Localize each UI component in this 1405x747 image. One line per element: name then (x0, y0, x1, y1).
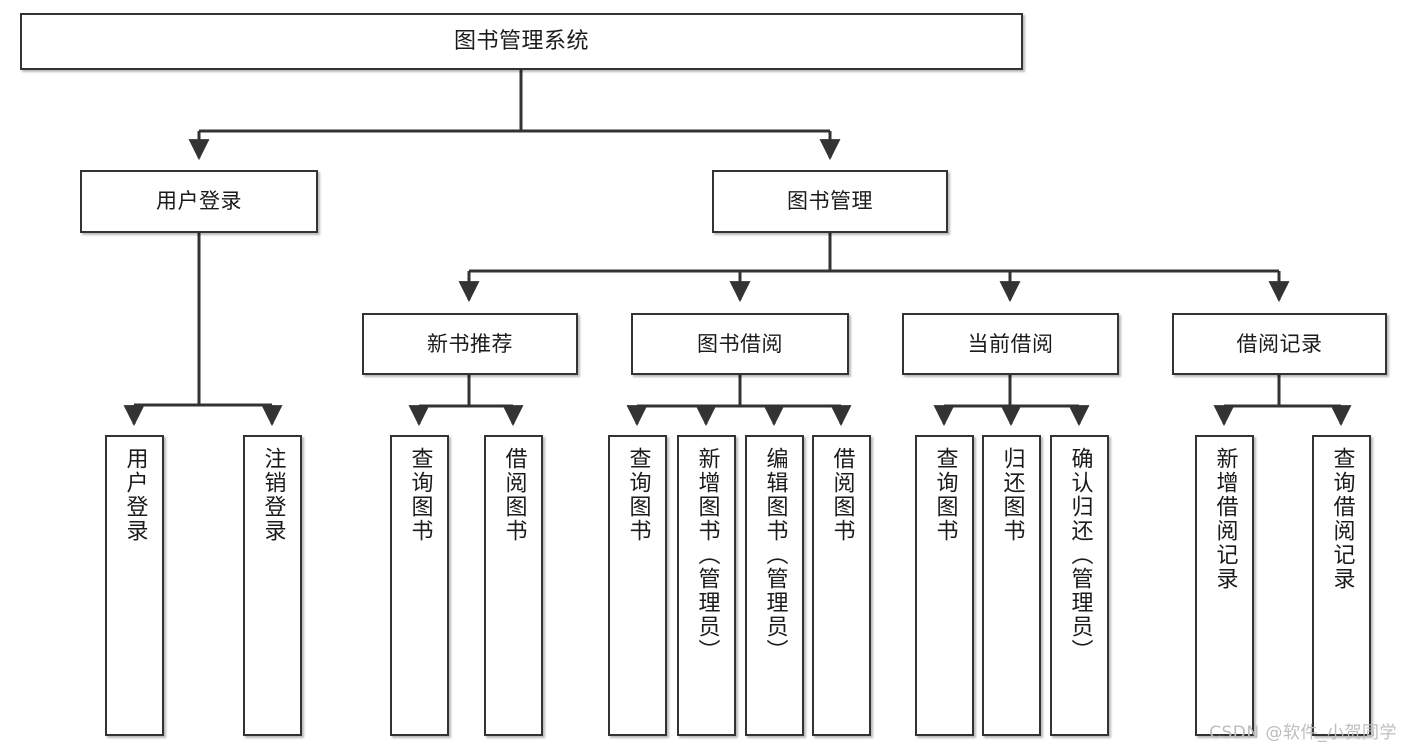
node-label: 查询图书 (407, 447, 433, 543)
node-label: 图书管理系统 (453, 28, 589, 54)
leaf-recommend-borrow-book[interactable]: 借阅图书 (484, 435, 543, 736)
leaf-user-login-logout[interactable]: 注销登录 (243, 435, 302, 736)
csdn-watermark: CSDN @软件_小贺同学 (1209, 723, 1397, 743)
node-label: 归还图书 (999, 447, 1025, 543)
node-label: 新增图书（管理员） (694, 447, 720, 663)
node-label: 借阅图书 (829, 447, 855, 543)
node-root-system[interactable]: 图书管理系统 (20, 13, 1023, 70)
leaf-borrow-query-book[interactable]: 查询图书 (608, 435, 667, 736)
leaf-recommend-query-book[interactable]: 查询图书 (390, 435, 449, 736)
leaf-current-query-book[interactable]: 查询图书 (915, 435, 974, 736)
node-label: 注销登录 (260, 447, 286, 543)
leaf-borrow-borrow-book[interactable]: 借阅图书 (812, 435, 871, 736)
node-label: 新书推荐 (427, 331, 513, 356)
leaf-record-add-record[interactable]: 新增借阅记录 (1195, 435, 1254, 736)
node-book-borrow[interactable]: 图书借阅 (631, 313, 849, 375)
leaf-current-confirm-return-admin[interactable]: 确认归还（管理员） (1050, 435, 1109, 736)
node-label: 新增借阅记录 (1212, 447, 1238, 591)
leaf-user-login-login[interactable]: 用户登录 (105, 435, 164, 736)
leaf-borrow-add-book-admin[interactable]: 新增图书（管理员） (677, 435, 736, 736)
node-new-book-recommend[interactable]: 新书推荐 (362, 313, 578, 375)
node-label: 编辑图书（管理员） (762, 447, 788, 663)
node-label: 查询借阅记录 (1329, 447, 1355, 591)
node-label: 用户登录 (156, 189, 242, 214)
leaf-record-query-record[interactable]: 查询借阅记录 (1312, 435, 1371, 736)
node-label: 用户登录 (122, 447, 148, 543)
node-user-login[interactable]: 用户登录 (80, 170, 318, 233)
leaf-current-return-book[interactable]: 归还图书 (982, 435, 1041, 736)
node-label: 借阅记录 (1236, 331, 1323, 356)
node-book-management[interactable]: 图书管理 (712, 170, 948, 233)
leaf-borrow-edit-book-admin[interactable]: 编辑图书（管理员） (745, 435, 804, 736)
node-label: 图书借阅 (697, 331, 783, 356)
node-borrow-record[interactable]: 借阅记录 (1172, 313, 1387, 375)
node-label: 查询图书 (625, 447, 651, 543)
node-label: 借阅图书 (501, 447, 527, 543)
node-label: 查询图书 (932, 447, 958, 543)
node-label: 当前借阅 (967, 331, 1054, 356)
node-current-borrow[interactable]: 当前借阅 (902, 313, 1119, 375)
node-label: 图书管理 (787, 189, 873, 214)
node-label: 确认归还（管理员） (1067, 447, 1093, 663)
